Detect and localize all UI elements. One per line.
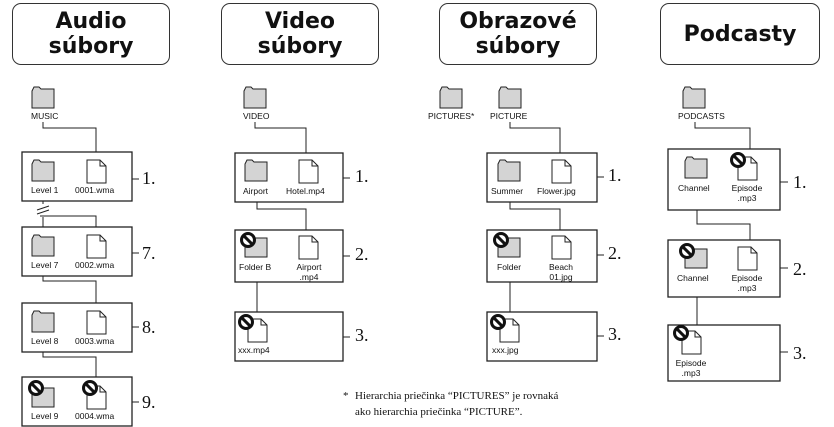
connector-line (509, 202, 561, 230)
folder-label: Channel (678, 183, 710, 193)
folder-label: Level 9 (31, 411, 59, 421)
playback-order-number: 8. (142, 317, 156, 337)
level-box (667, 324, 781, 382)
root-folder-label: PICTURE (490, 111, 528, 121)
folder-label: Folder B (239, 262, 272, 272)
connector-line (42, 122, 97, 152)
file-label: Episode.mp3 (731, 183, 763, 203)
connector-line (42, 276, 97, 303)
unplayable-icon (490, 314, 506, 330)
playback-order-number: 3. (793, 343, 807, 363)
folder-label: Level 1 (31, 185, 59, 195)
connector-line (254, 122, 307, 153)
folder-label: Summer (491, 186, 524, 196)
file-icon (737, 246, 758, 271)
connector-line (42, 352, 97, 377)
folder-icon (31, 310, 55, 333)
file-icon (551, 159, 572, 184)
connector-line (40, 215, 97, 227)
playback-order-number: 1. (355, 166, 369, 186)
footnote-asterisk: * (343, 390, 349, 402)
level-box (21, 226, 133, 277)
file-icon (86, 159, 107, 184)
folder-icon (497, 159, 521, 182)
playback-order-number: 1. (142, 168, 156, 188)
file-label: 0001.wma (75, 185, 115, 195)
file-label: 0002.wma (75, 260, 115, 270)
file-label: xxx.mp4 (238, 345, 270, 355)
folder-label: Level 7 (31, 260, 59, 270)
file-label: 0003.wma (75, 336, 115, 346)
root-folder-label: PICTURES* (428, 111, 475, 121)
file-icon (86, 310, 107, 335)
playback-order-number: 2. (608, 243, 622, 263)
folder-icon (243, 86, 267, 109)
level-box (21, 151, 133, 202)
file-label: Airport.mp4 (296, 262, 322, 282)
root-folder-label: MUSIC (31, 111, 59, 121)
file-label: Hotel.mp4 (286, 186, 325, 196)
folder-icon (244, 159, 268, 182)
connector-line (509, 122, 561, 153)
unplayable-icon (730, 152, 746, 168)
file-label: xxx.jpg (492, 345, 519, 355)
folder-label: Airport (243, 186, 269, 196)
level-box (667, 148, 781, 211)
footnote: * Hierarchia priečinka “PICTURES” je rov… (343, 388, 559, 420)
file-label: Episode.mp3 (675, 358, 707, 378)
folder-icon (31, 159, 55, 182)
footnote-line: ako hierarchia priečinka “PICTURE”. (355, 406, 523, 418)
folder-label: Folder (497, 262, 522, 272)
folder-icon (682, 86, 706, 109)
folder-icon (31, 234, 55, 257)
folder-icon (31, 86, 55, 109)
root-folder-label: VIDEO (243, 111, 270, 121)
unplayable-icon (673, 325, 689, 341)
playback-order-number: 2. (355, 244, 369, 264)
playback-order-number: 9. (142, 392, 156, 412)
playback-order-number: 2. (793, 259, 807, 279)
file-icon (86, 234, 107, 259)
level-box (486, 229, 598, 283)
file-label: 0004.wma (75, 411, 115, 421)
root-folder-label: PODCASTS (678, 111, 725, 121)
footnote-line: Hierarchia priečinka “PICTURES” je rovna… (355, 390, 559, 402)
connector-line (694, 122, 751, 149)
unplayable-icon (28, 380, 44, 396)
playback-order-number: 7. (142, 243, 156, 263)
playback-order-number: 1. (608, 165, 622, 185)
file-label: Flower.jpg (537, 186, 576, 196)
file-icon (298, 159, 319, 184)
folder-label: Level 8 (31, 336, 59, 346)
unplayable-icon (493, 232, 509, 248)
unplayable-icon (238, 314, 254, 330)
folder-label: Channel (677, 273, 709, 283)
playback-order-number: 3. (355, 325, 369, 345)
unplayable-icon (240, 232, 256, 248)
folder-icon (684, 156, 708, 179)
break-symbol (36, 205, 50, 215)
folder-icon (439, 86, 463, 109)
connector-line (256, 202, 307, 230)
playback-order-number: 3. (608, 324, 622, 344)
file-icon (298, 235, 319, 260)
unplayable-icon (82, 380, 98, 396)
file-icon (551, 235, 572, 260)
header-podcast: Podcasty (660, 3, 820, 65)
playback-order-number: 1. (793, 172, 807, 192)
file-label: Episode.mp3 (731, 273, 763, 293)
connector-line (696, 210, 751, 240)
unplayable-icon (679, 243, 695, 259)
folder-icon (498, 86, 522, 109)
